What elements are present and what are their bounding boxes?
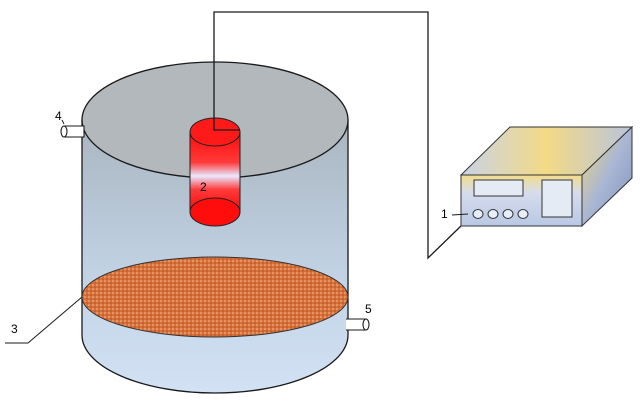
side-panel [541, 179, 573, 218]
electrode-top [189, 117, 241, 147]
knob-4 [517, 209, 529, 219]
knob-3 [502, 209, 514, 219]
inlet-port [60, 125, 85, 138]
electrode-bottom [189, 197, 241, 227]
knob-1 [472, 209, 484, 219]
reactor-vessel [81, 61, 349, 394]
power-supply [459, 125, 634, 228]
electrode [189, 117, 241, 227]
display-screen [473, 179, 524, 197]
leader-line-1 [451, 213, 469, 216]
porous-plate [81, 256, 349, 338]
label-electrode: 2 [200, 180, 207, 194]
knob-2 [487, 209, 499, 219]
label-porous-plate: 3 [11, 322, 18, 336]
label-outlet-port: 5 [365, 302, 372, 316]
leader-line-3 [5, 296, 83, 344]
label-power-supply: 1 [441, 207, 448, 221]
connecting-wire [213, 11, 463, 260]
outlet-port [346, 318, 370, 331]
label-inlet-port: 4 [55, 109, 62, 123]
leader-line-4 [61, 119, 65, 125]
